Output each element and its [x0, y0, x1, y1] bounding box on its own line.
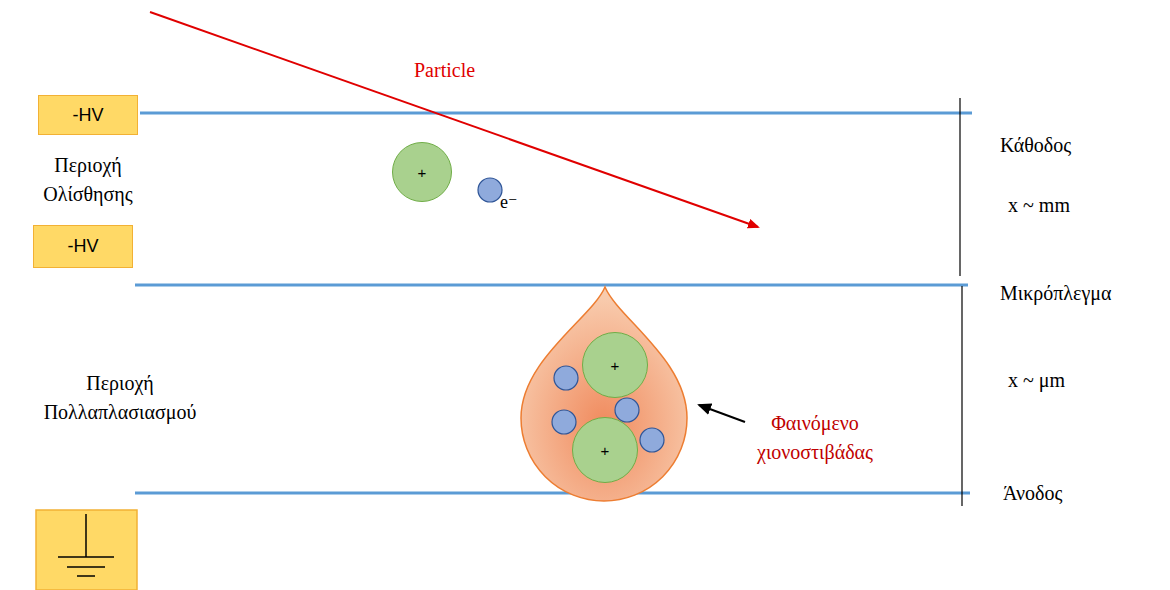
callout-arrow [699, 405, 745, 422]
charge-sign: + [601, 442, 610, 459]
micromesh-line [135, 284, 968, 287]
electron-dots [478, 178, 664, 452]
avalanche-drop [521, 287, 687, 501]
voltage-label: -HV [68, 236, 99, 257]
ion-circle: + [582, 332, 648, 398]
electron-label: e⁻ [500, 189, 518, 215]
voltage-box: -HV [33, 225, 133, 268]
gap-dimension: x ~ mm [1008, 191, 1070, 220]
ion-circle: + [392, 142, 452, 202]
charge-sign: + [611, 357, 620, 374]
electrode-label: Κάθοδος [1000, 131, 1071, 160]
electrode-label: Μικρόπλεγμα [1000, 279, 1111, 308]
voltage-box: -HV [38, 95, 138, 135]
ion-circle: + [572, 417, 638, 483]
cathode-line [140, 112, 972, 115]
dimension-bar [959, 98, 960, 276]
avalanche-label: Φαινόμενο χιονοστιβάδας [750, 409, 880, 467]
electrode-label: Άνοδος [1003, 479, 1062, 508]
anode-line [135, 492, 970, 495]
gap-dimension: x ~ μm [1008, 366, 1065, 395]
region-label: Περιοχή Ολίσθησης [13, 151, 163, 209]
particle-label: Particle [414, 56, 475, 85]
charge-sign: + [418, 164, 427, 181]
ground-box [36, 510, 137, 590]
dimension-bar [961, 286, 962, 506]
ground-symbol [58, 514, 114, 576]
particle-track [150, 12, 758, 227]
voltage-label: -HV [73, 105, 104, 126]
region-label: Περιοχή Πολλαπλασιασμού [20, 369, 220, 427]
